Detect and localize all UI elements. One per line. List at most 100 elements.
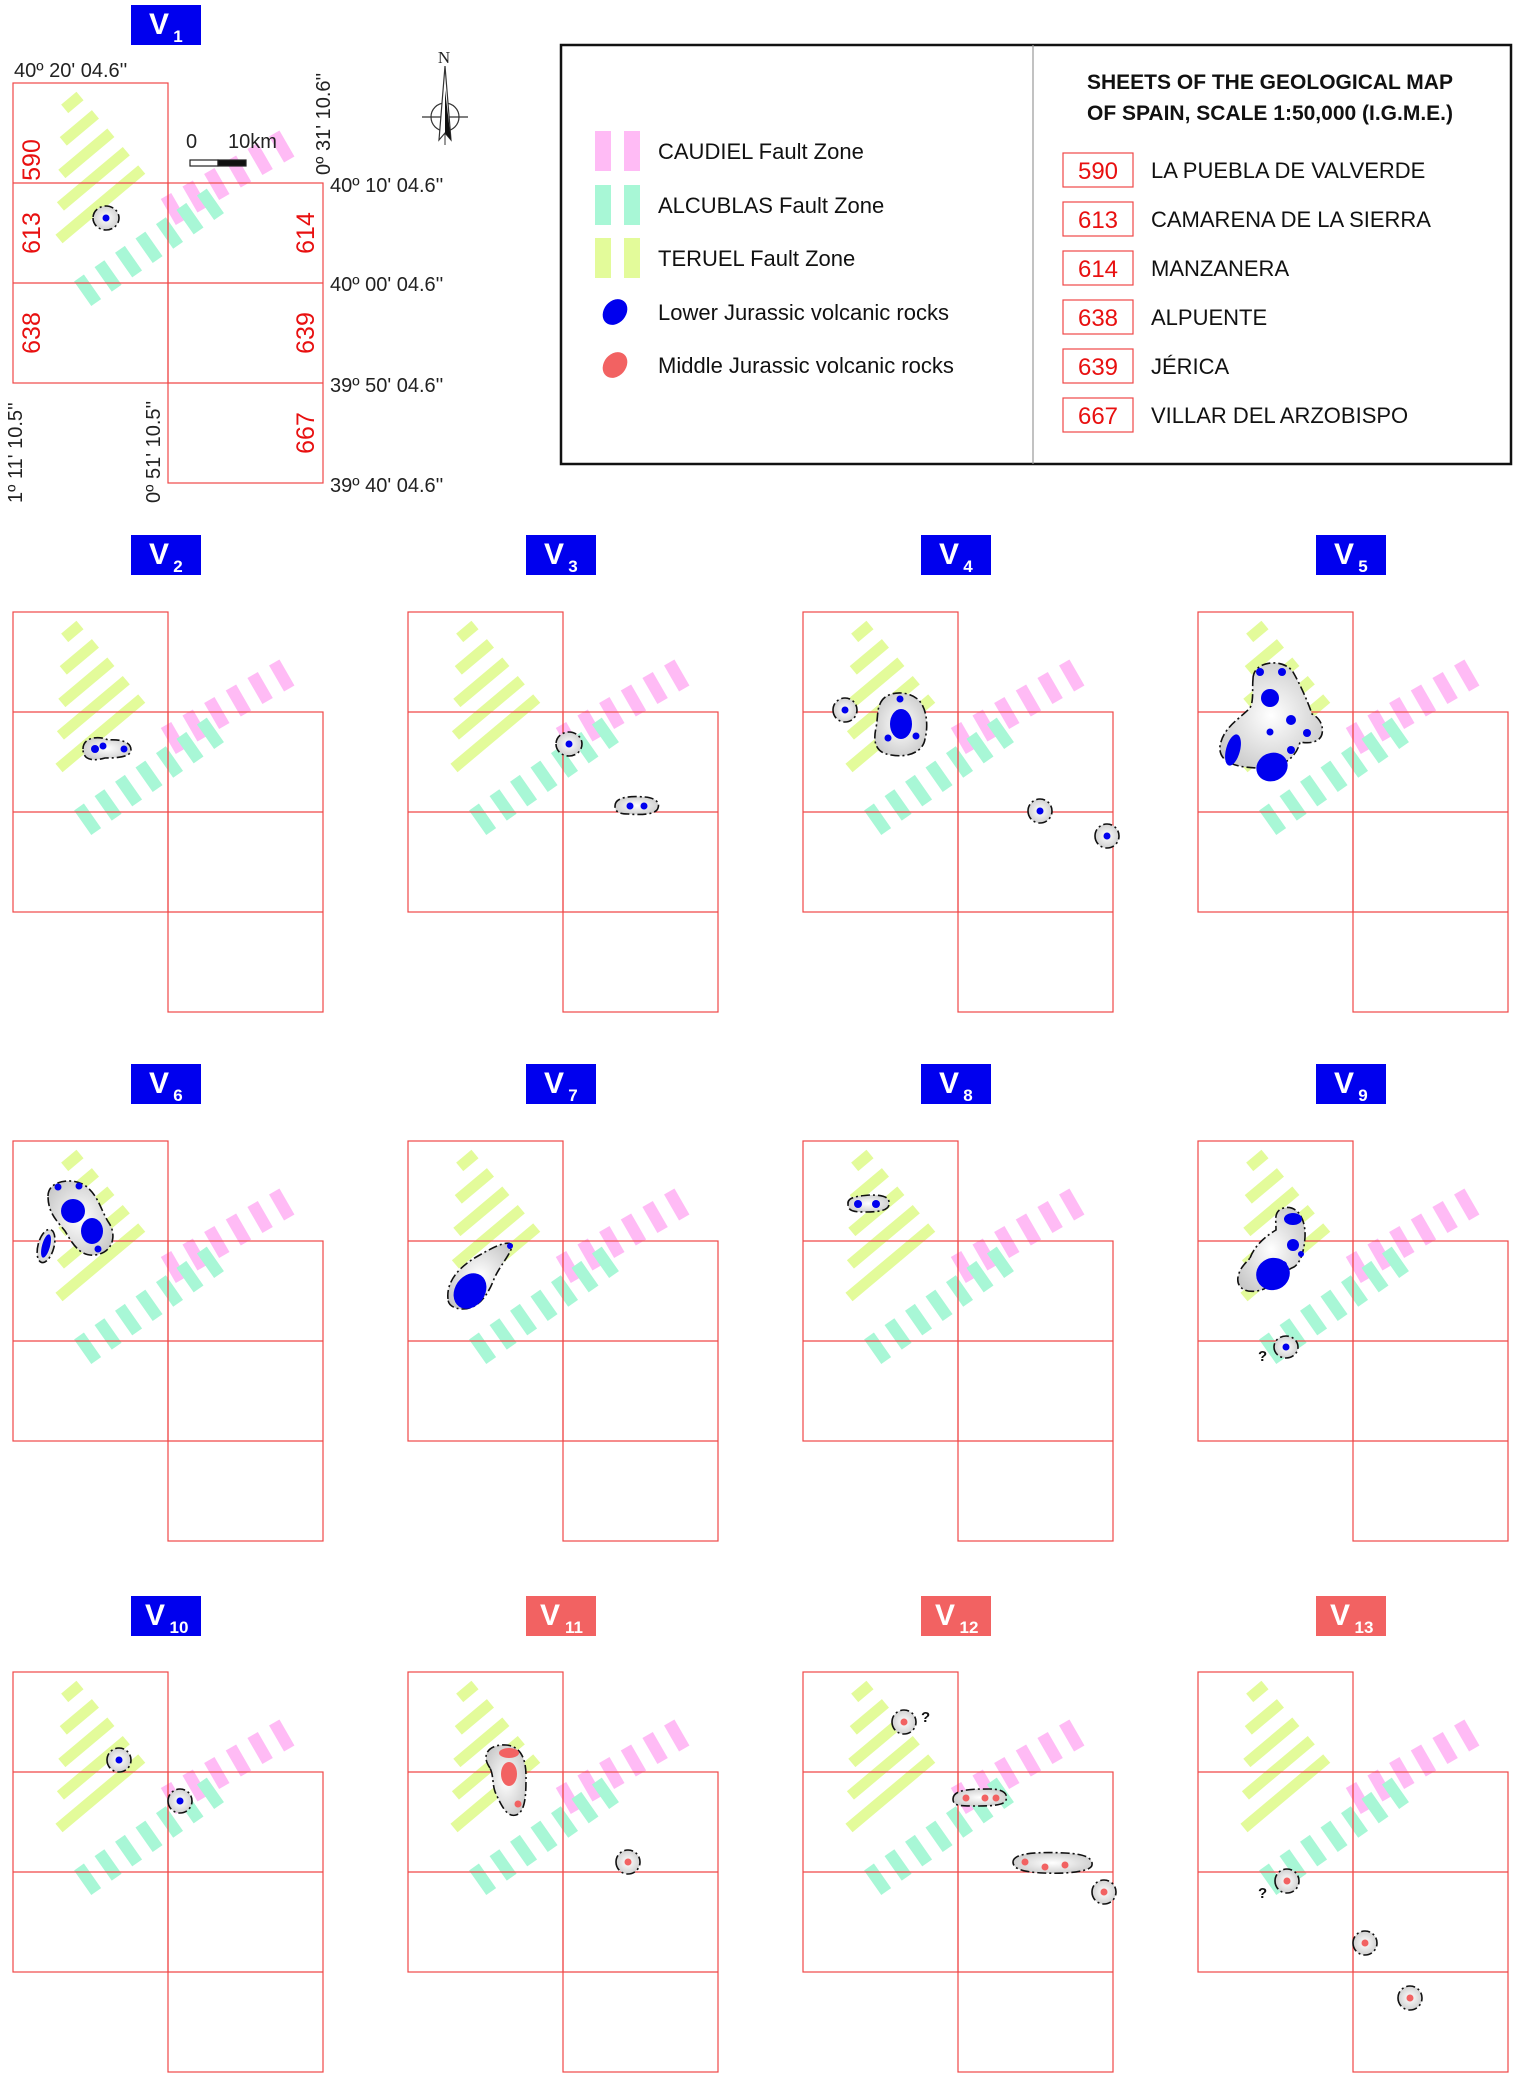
fault-stripe [1367,709,1393,742]
fault-stripe [994,696,1020,729]
fault-stripe [454,1699,494,1735]
volcanic-outcrop [1036,807,1044,815]
volcanic-outcrop [1256,752,1288,782]
fault-stripe [469,1863,497,1896]
map-sheet-grid [407,611,719,1013]
fault-stripe [1340,1806,1369,1838]
fault-stripe [1389,696,1415,729]
sheet-code: 613 [1078,207,1118,234]
fault-stripe [115,1303,143,1336]
sheet-name: LA PUEBLA DE VALVERDE [1151,158,1425,183]
fault-stripe [56,146,130,211]
badge-background [131,5,201,45]
volcanic-outcrop [841,706,849,714]
badge-letter: V [544,538,564,571]
scale-start-label: 0 [186,131,197,153]
fault-stripe [884,1318,912,1350]
fault-stripe [247,1731,273,1764]
fault-stripe [94,260,122,292]
alcublas-fault-zone [1259,717,1409,836]
fault-stripe [1410,1744,1437,1777]
fault-stripe [925,760,953,793]
volcanic-area-outline [1219,662,1324,769]
fault-stripe [1320,1820,1348,1853]
legend-label: Middle Jurassic volcanic rocks [658,353,954,378]
badge-subscript: 4 [963,557,973,576]
volcanic-outcrop [1284,1213,1302,1225]
fault-stripe [530,760,558,793]
grid-sheet-613: 613 [18,212,46,254]
fault-stripe [456,1680,479,1703]
alcublas-fault-zone [1259,1777,1409,1896]
sheet-code-box [1062,201,1134,237]
legend-swatch [595,185,611,225]
grid-sheet-outline [1352,1240,1509,1542]
volcanic-outcrop [1256,668,1264,676]
fault-stripe [1244,1699,1284,1735]
badge-subscript: 12 [960,1618,979,1637]
fault-stripe [905,1303,933,1336]
fault-stripe [451,675,525,740]
fault-stripe [115,774,143,807]
map-sheet-grid [12,82,324,484]
legend-item-middle: Middle Jurassic volcanic rocks [602,352,954,378]
grid-sheet-outline [957,711,1114,1013]
panel-v12: ? [802,1671,1117,2073]
volcanic-outcrop [981,1794,989,1802]
fault-stripe [135,231,163,264]
fault-stripe [453,1186,510,1237]
badge-subscript: 2 [173,557,182,576]
volcanic-outcrop [1361,1939,1369,1947]
volcanic-outcrop [75,1182,83,1190]
grid-sheet-outline [167,711,324,1013]
fault-stripe [620,1213,647,1246]
sheet-code-box [1062,299,1134,335]
alcublas-fault-zone [469,1777,619,1896]
fault-stripe [1381,717,1409,750]
fault-stripe [58,1717,115,1768]
fault-stripe [1037,1200,1063,1233]
fault-stripe [1259,803,1287,836]
fault-stripe [55,694,146,773]
grid-sheet-590: 590 [18,139,46,181]
teruel-fault-zone [55,620,146,773]
volcanic-outcrop [884,734,892,742]
fault-stripe [848,657,905,708]
fault-stripe [450,694,541,773]
fault-stripe [489,789,517,821]
panel-v2 [12,611,324,1013]
fault-stripe [591,717,619,750]
fault-stripe [1340,1275,1369,1307]
uncertain-location-mark: ? [1258,1885,1267,1902]
badge-letter: V [939,1067,959,1100]
fault-stripe [1367,1769,1393,1802]
grid-sheet-outline [1352,1771,1509,2073]
fault-stripe [848,1717,905,1768]
volcanic-outcrop [514,1800,522,1808]
sheet-name: MANZANERA [1151,256,1289,281]
fault-stripe [925,1289,953,1322]
fault-stripe [1015,1213,1042,1246]
fault-stripe [845,1754,936,1833]
fault-stripe [1246,1149,1269,1172]
volcanic-outcrop [91,745,99,753]
fault-stripe [155,1806,184,1838]
fault-stripe [454,1168,494,1204]
fault-stripe [456,1149,479,1172]
fault-stripe [453,1717,510,1768]
fault-stripe [182,709,208,742]
fault-stripe [176,731,204,764]
fault-stripe [972,1238,998,1271]
fault-stripe [1259,1332,1287,1365]
grid-sheet-outline [562,711,719,1013]
volcanic-outcrop [1298,1251,1304,1257]
fault-stripe [849,1699,889,1735]
map-sheet-grid [802,611,1114,1013]
fault-stripe [510,1834,538,1867]
fault-stripe [74,1863,102,1896]
